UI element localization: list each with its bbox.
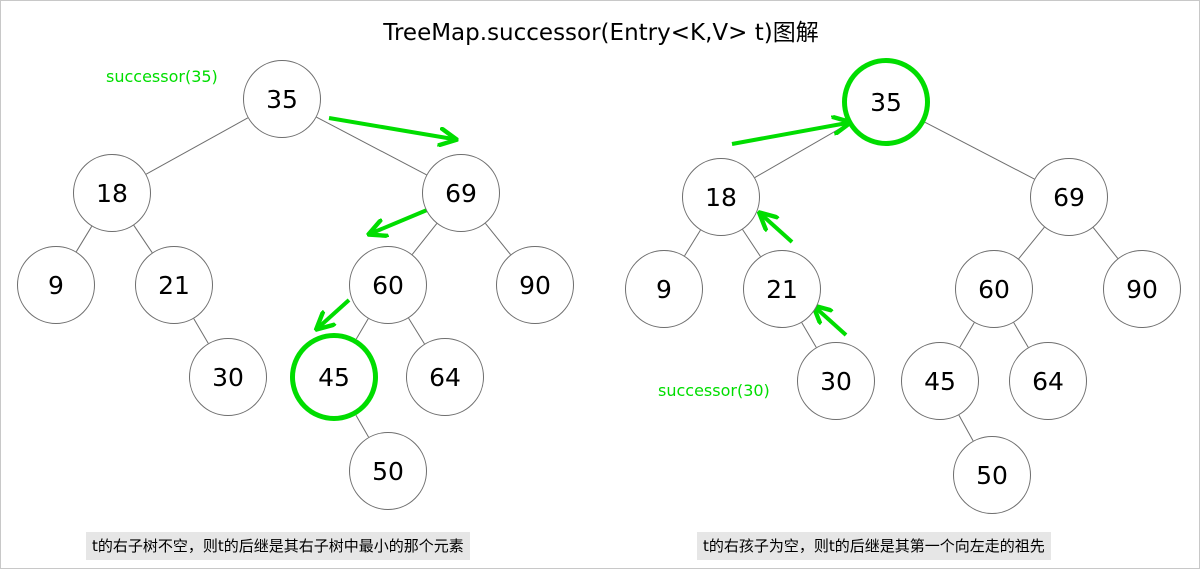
tree-node-left-69: 69: [422, 154, 500, 232]
tree-node-label: 45: [318, 362, 350, 392]
tree-node-left-64: 64: [406, 338, 484, 416]
tree-node-right-64: 64: [1009, 342, 1087, 420]
tree-node-right-9: 9: [625, 250, 703, 328]
tree-edge-right-18-9: [684, 229, 701, 257]
tree-node-right-30: 30: [797, 342, 875, 420]
arrow-30-to-21: [816, 308, 848, 337]
tree-node-right-18: 18: [682, 158, 760, 236]
successor-label-right: successor(30): [658, 381, 770, 400]
tree-node-left-45: 45: [290, 333, 378, 421]
tree-node-label: 45: [924, 366, 956, 396]
caption-left: t的右子树不空，则t的后继是其右子树中最小的那个元素: [86, 532, 470, 560]
tree-node-left-50: 50: [349, 432, 427, 510]
page-title: TreeMap.successor(Entry<K,V> t)图解: [383, 20, 819, 46]
tree-edge-right-60-64: [1013, 322, 1029, 348]
tree-node-left-18: 18: [73, 154, 151, 232]
tree-edge-left-21-30: [193, 318, 209, 344]
tree-edge-left-35-69: [316, 116, 427, 176]
tree-node-label: 9: [656, 274, 672, 304]
tree-node-right-45: 45: [901, 342, 979, 420]
tree-node-label: 50: [372, 456, 404, 486]
tree-node-right-90: 90: [1103, 250, 1181, 328]
arrow-35-to-69: [328, 116, 453, 139]
tree-edge-left-69-60: [411, 223, 438, 255]
tree-edge-left-35-18: [145, 117, 249, 175]
tree-node-label: 35: [266, 84, 298, 114]
tree-node-right-69: 69: [1030, 158, 1108, 236]
tree-node-label: 64: [429, 362, 461, 392]
tree-edge-left-18-9: [75, 226, 93, 252]
arrow-21-to-18: [762, 215, 794, 244]
tree-node-label: 30: [212, 362, 244, 392]
tree-edge-left-60-45: [355, 318, 369, 340]
tree-edge-right-45-50: [958, 414, 974, 442]
tree-node-label: 30: [820, 366, 852, 396]
tree-edge-right-35-69: [924, 121, 1035, 180]
tree-edge-left-45-50: [355, 414, 370, 438]
tree-node-label: 60: [978, 274, 1010, 304]
tree-node-right-60: 60: [955, 250, 1033, 328]
tree-node-label: 21: [766, 274, 798, 304]
tree-node-left-35: 35: [243, 60, 321, 138]
arrow-60-to-45: [319, 298, 351, 327]
tree-edge-right-18-21: [742, 229, 761, 257]
tree-node-left-30: 30: [189, 338, 267, 416]
tree-node-left-60: 60: [349, 246, 427, 324]
caption-right: t的右孩子为空，则t的后继是其第一个向左走的祖先: [697, 532, 1051, 560]
tree-node-label: 69: [1053, 182, 1085, 212]
tree-edge-right-35-18: [754, 123, 849, 178]
tree-node-label: 90: [519, 270, 551, 300]
tree-node-label: 64: [1032, 366, 1064, 396]
tree-node-label: 50: [976, 460, 1008, 490]
tree-edge-left-60-64: [408, 317, 425, 345]
tree-node-right-50: 50: [953, 436, 1031, 514]
tree-edge-right-69-60: [1018, 226, 1045, 260]
tree-node-label: 69: [445, 178, 477, 208]
arrow-69-to-60: [372, 208, 428, 233]
tree-node-label: 9: [48, 270, 64, 300]
tree-edge-right-60-45: [959, 322, 975, 348]
tree-edge-right-69-90: [1092, 227, 1119, 259]
tree-node-label: 60: [372, 270, 404, 300]
tree-node-label: 35: [870, 87, 902, 117]
tree-node-label: 90: [1126, 274, 1158, 304]
arrow-18-to-35: [731, 123, 847, 146]
tree-node-right-35: 35: [842, 58, 930, 146]
tree-node-left-90: 90: [496, 246, 574, 324]
tree-edge-left-69-90: [485, 223, 511, 255]
tree-node-label: 18: [705, 182, 737, 212]
tree-node-label: 21: [158, 270, 190, 300]
successor-label-left: successor(35): [106, 67, 218, 86]
tree-node-left-21: 21: [135, 246, 213, 324]
tree-node-label: 18: [96, 178, 128, 208]
tree-node-right-21: 21: [743, 250, 821, 328]
tree-edge-left-18-21: [133, 225, 153, 253]
tree-edge-right-21-30: [801, 322, 817, 348]
tree-node-left-9: 9: [17, 246, 95, 324]
